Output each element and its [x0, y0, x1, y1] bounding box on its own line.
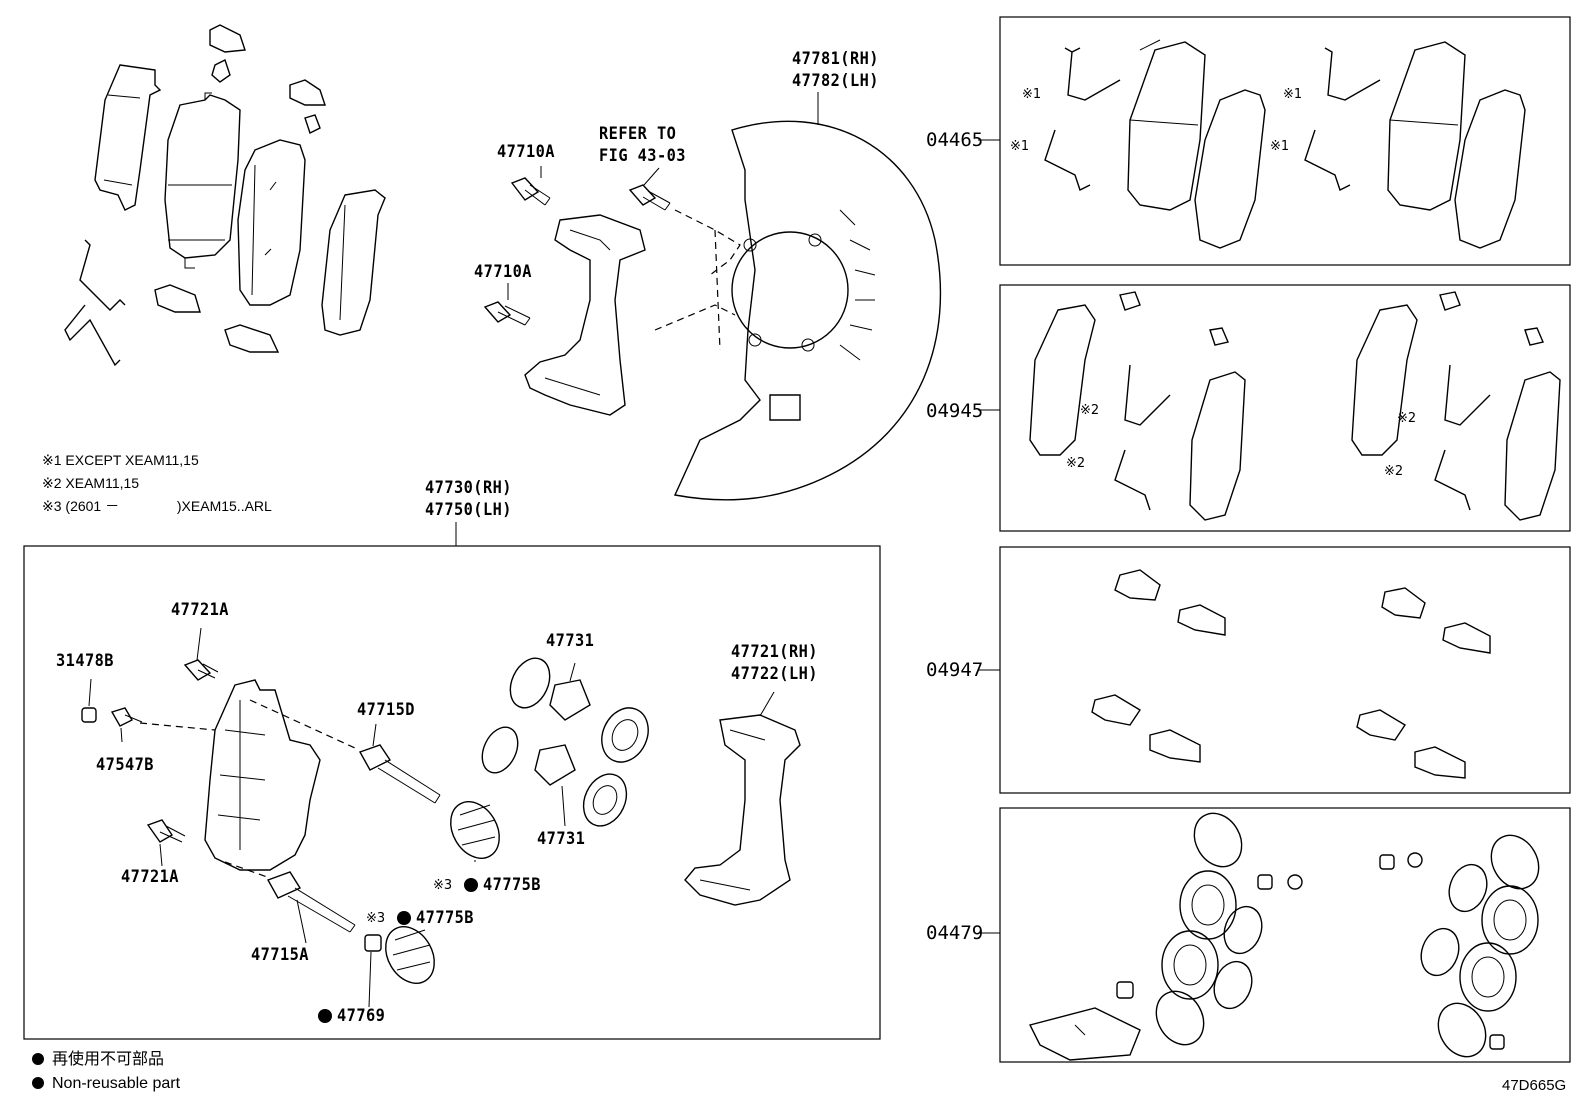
label-47710a-upper: 47710A: [497, 142, 555, 162]
label-caliper-support: 47721(RH) 47722(LH): [731, 641, 818, 685]
caliper-body-cylinder: [204, 679, 321, 871]
group-04479: 04479: [926, 922, 984, 944]
mark-2-c: ※2: [1397, 411, 1417, 426]
pad-support-clips-top: [154, 24, 326, 353]
group-04947: 04947: [926, 659, 984, 681]
diagram-code: 47D665G: [1502, 1077, 1567, 1094]
mark-3-lower: ※3: [366, 911, 386, 926]
label-47547b: 47547B: [96, 755, 154, 775]
legend-jp-text: 再使用不可部品: [52, 1051, 165, 1068]
label-47722-lh: 47722(LH): [731, 664, 818, 684]
kit-04945-parts: [1029, 291, 1561, 521]
mark-1-a: ※1: [1022, 87, 1042, 102]
dust-cover-dashed-guides: [654, 209, 741, 351]
label-47721a-lower: 47721A: [121, 867, 179, 887]
kit-04465-parts: [1044, 39, 1526, 249]
kit-04479-parts: [1028, 812, 1540, 1061]
mark-3-upper: ※3: [433, 878, 453, 893]
label-47731-upper: 47731: [546, 631, 595, 651]
label-dust-cover: 47781(RH) 47782(LH): [792, 48, 879, 92]
label-47731-lower: 47731: [537, 829, 586, 849]
bolt-refer-fig: [628, 184, 671, 211]
label-caliper-assembly: 47730(RH) 47750(LH): [425, 477, 512, 521]
leader-lines-caliper: [88, 627, 775, 1008]
label-47730-rh: 47730(RH): [425, 478, 512, 498]
anti-rattle-spring-top: [64, 239, 126, 367]
label-47775b-lower: 47775B: [416, 908, 474, 928]
label-31478b: 31478B: [56, 651, 114, 671]
label-47721-rh: 47721(RH): [731, 642, 818, 662]
mark-1-c: ※1: [1283, 87, 1303, 102]
caliper-mounting-support: [684, 714, 801, 906]
label-47721a-upper: 47721A: [171, 600, 229, 620]
mark-2-a: ※2: [1080, 403, 1100, 418]
caliper-dashed-guides: [139, 699, 356, 879]
kit-04465-frame: [999, 16, 1571, 266]
mark-1-d: ※1: [1270, 139, 1290, 154]
piston-seals-and-boots: [481, 657, 649, 827]
note-date-start: ※3 (2601 －: [42, 498, 120, 514]
label-47775b-upper: 47775B: [483, 875, 541, 895]
group-leader-lines: [978, 139, 1000, 934]
non-reusable-markers: [318, 878, 478, 1023]
label-47769: 47769: [337, 1006, 386, 1026]
slide-pins-and-boots: [266, 744, 500, 984]
mark-2-b: ※2: [1066, 456, 1086, 471]
note-date-model: )XEAM15..ARL: [176, 498, 272, 514]
label-47782-lh: 47782(LH): [792, 71, 879, 91]
caliper-assembly-frame: [23, 545, 881, 1040]
kit-04479-frame: [999, 807, 1571, 1063]
label-refer-to-fig: REFER TO FIG 43-03: [599, 123, 686, 167]
label-47781-rh: 47781(RH): [792, 49, 879, 69]
brake-pad-outer-top: [237, 139, 306, 306]
note-except-xeam: ※1 EXCEPT XEAM11,15: [42, 452, 199, 468]
label-47710a-lower: 47710A: [474, 262, 532, 282]
mark-1-b: ※1: [1010, 139, 1030, 154]
pad-shim-right: [321, 189, 386, 336]
disc-brake-dust-cover: [673, 120, 942, 501]
bolt-47710a-upper: [510, 177, 551, 206]
label-47715a: 47715A: [251, 945, 309, 965]
leader-lines-top: [455, 92, 819, 546]
kit-04947-parts: [1091, 569, 1491, 779]
caliper-mounting-bracket: [524, 214, 646, 416]
label-refer-to: REFER TO: [599, 124, 677, 144]
group-04945: 04945: [926, 400, 984, 422]
legend-english: Non-reusable part: [32, 1075, 180, 1093]
label-47750-lh: 47750(LH): [425, 500, 512, 520]
kit-04945-frame: [999, 284, 1571, 532]
mark-2-d: ※2: [1384, 464, 1404, 479]
label-47715d: 47715D: [357, 700, 415, 720]
legend-bullet-icon: [32, 1077, 44, 1089]
bolt-47710a-lower: [483, 301, 531, 326]
kit-04947-frame: [999, 546, 1571, 794]
label-fig-43-03: FIG 43-03: [599, 146, 686, 166]
note-date-range: ※3 (2601 － )XEAM15..ARL: [42, 498, 272, 514]
legend-bullet-icon: [32, 1053, 44, 1065]
group-04465: 04465: [926, 129, 984, 151]
bleeder-plug-and-bolts: [81, 659, 219, 843]
note-xeam11-15: ※2 XEAM11,15: [42, 475, 140, 491]
pad-shim-outer: [94, 64, 162, 211]
legend-japanese: 再使用不可部品: [32, 1051, 164, 1069]
legend-en-text: Non-reusable part: [52, 1075, 181, 1092]
brake-pad-inner-top: [164, 92, 241, 269]
